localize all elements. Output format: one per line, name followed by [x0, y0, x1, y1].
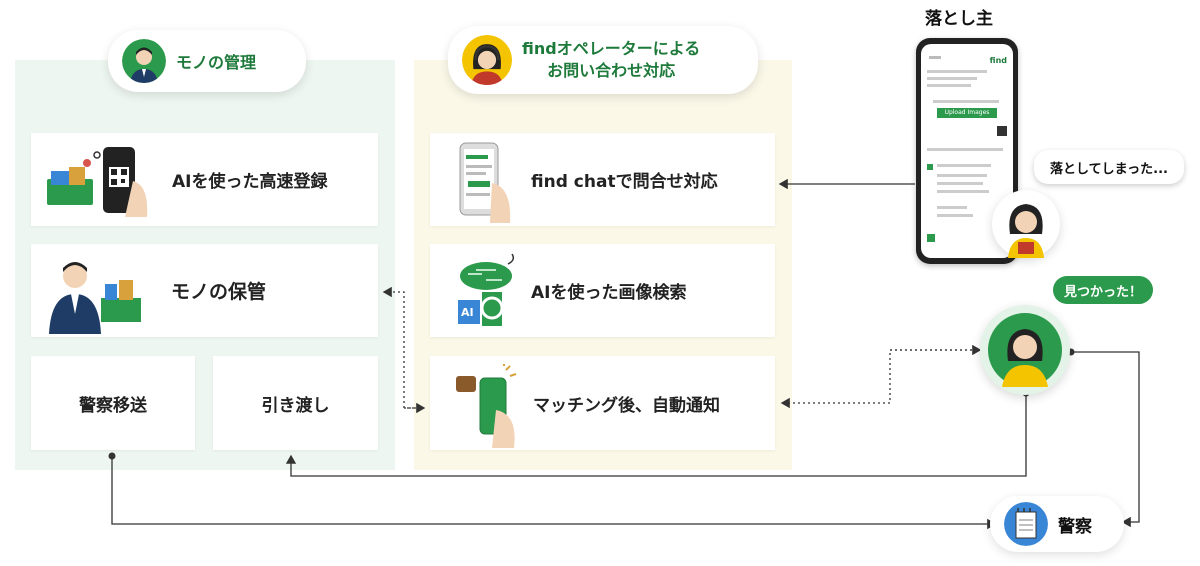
- found-speech-bubble: 見つかった！: [1053, 276, 1153, 304]
- owner-notify-dotted: [780, 349, 982, 409]
- management-header: モノの管理: [108, 30, 306, 92]
- staff-avatar-icon: [122, 39, 166, 83]
- police-transfer-label: 警察移送: [79, 395, 147, 416]
- ai-image-search-label: AIを使った画像検索: [531, 283, 687, 303]
- ai-search-illustration-icon: [458, 253, 515, 326]
- operator-header: findオペレーターによる お問い合わせ対応: [448, 26, 758, 94]
- management-title: モノの管理: [176, 53, 257, 72]
- police-node: 警察: [990, 496, 1124, 552]
- phone-upload-button: Upload Images: [937, 108, 997, 118]
- ai-badge: AI: [461, 306, 474, 319]
- operator-avatar-icon: [462, 35, 512, 85]
- register-illustration-icon: [47, 147, 148, 217]
- operator-title-line1: findオペレーターによる: [522, 39, 701, 58]
- owner-title: 落とし主: [925, 9, 993, 29]
- find-chat-label: find chatで問合せ対応: [531, 172, 718, 192]
- card-find-chat[interactable]: find chatで問合せ対応: [430, 133, 775, 226]
- chat-phone-illustration-icon: [459, 142, 511, 223]
- card-handover[interactable]: 引き渡し: [213, 356, 378, 450]
- storage-label: モノの保管: [171, 281, 267, 303]
- card-storage[interactable]: モノの保管: [31, 244, 378, 337]
- owner-worried-avatar: [992, 190, 1060, 258]
- police-label: 警察: [1058, 516, 1092, 537]
- lost-bubble-text: 落としてしまった...: [1050, 161, 1168, 177]
- auto-notify-label: マッチング後、自動通知: [533, 395, 720, 416]
- handover-label: 引き渡し: [261, 395, 330, 416]
- card-ai-register[interactable]: AIを使った高速登録: [31, 133, 378, 226]
- card-ai-image-search[interactable]: AI AIを使った画像検索: [430, 244, 775, 337]
- card-police-transfer[interactable]: 警察移送: [31, 356, 195, 450]
- police-notebook-icon: [1004, 502, 1048, 546]
- notify-phone-illustration-icon: [456, 364, 517, 448]
- phone-screen: find Upload Images: [921, 44, 1013, 258]
- found-bubble-text: 見つかった！: [1063, 284, 1142, 300]
- lost-speech-bubble: 落としてしまった...: [1034, 150, 1184, 184]
- happy-woman-icon: [988, 313, 1062, 387]
- storage-staff-illustration-icon: [49, 262, 141, 334]
- owner-happy-avatar: [980, 305, 1070, 395]
- worried-woman-icon: [1008, 204, 1044, 258]
- ai-register-label: AIを使った高速登録: [172, 172, 328, 192]
- card-auto-notify[interactable]: マッチング後、自動通知: [430, 356, 775, 450]
- phone-brand: find: [989, 56, 1007, 65]
- operator-title-line2: お問い合わせ対応: [547, 61, 676, 80]
